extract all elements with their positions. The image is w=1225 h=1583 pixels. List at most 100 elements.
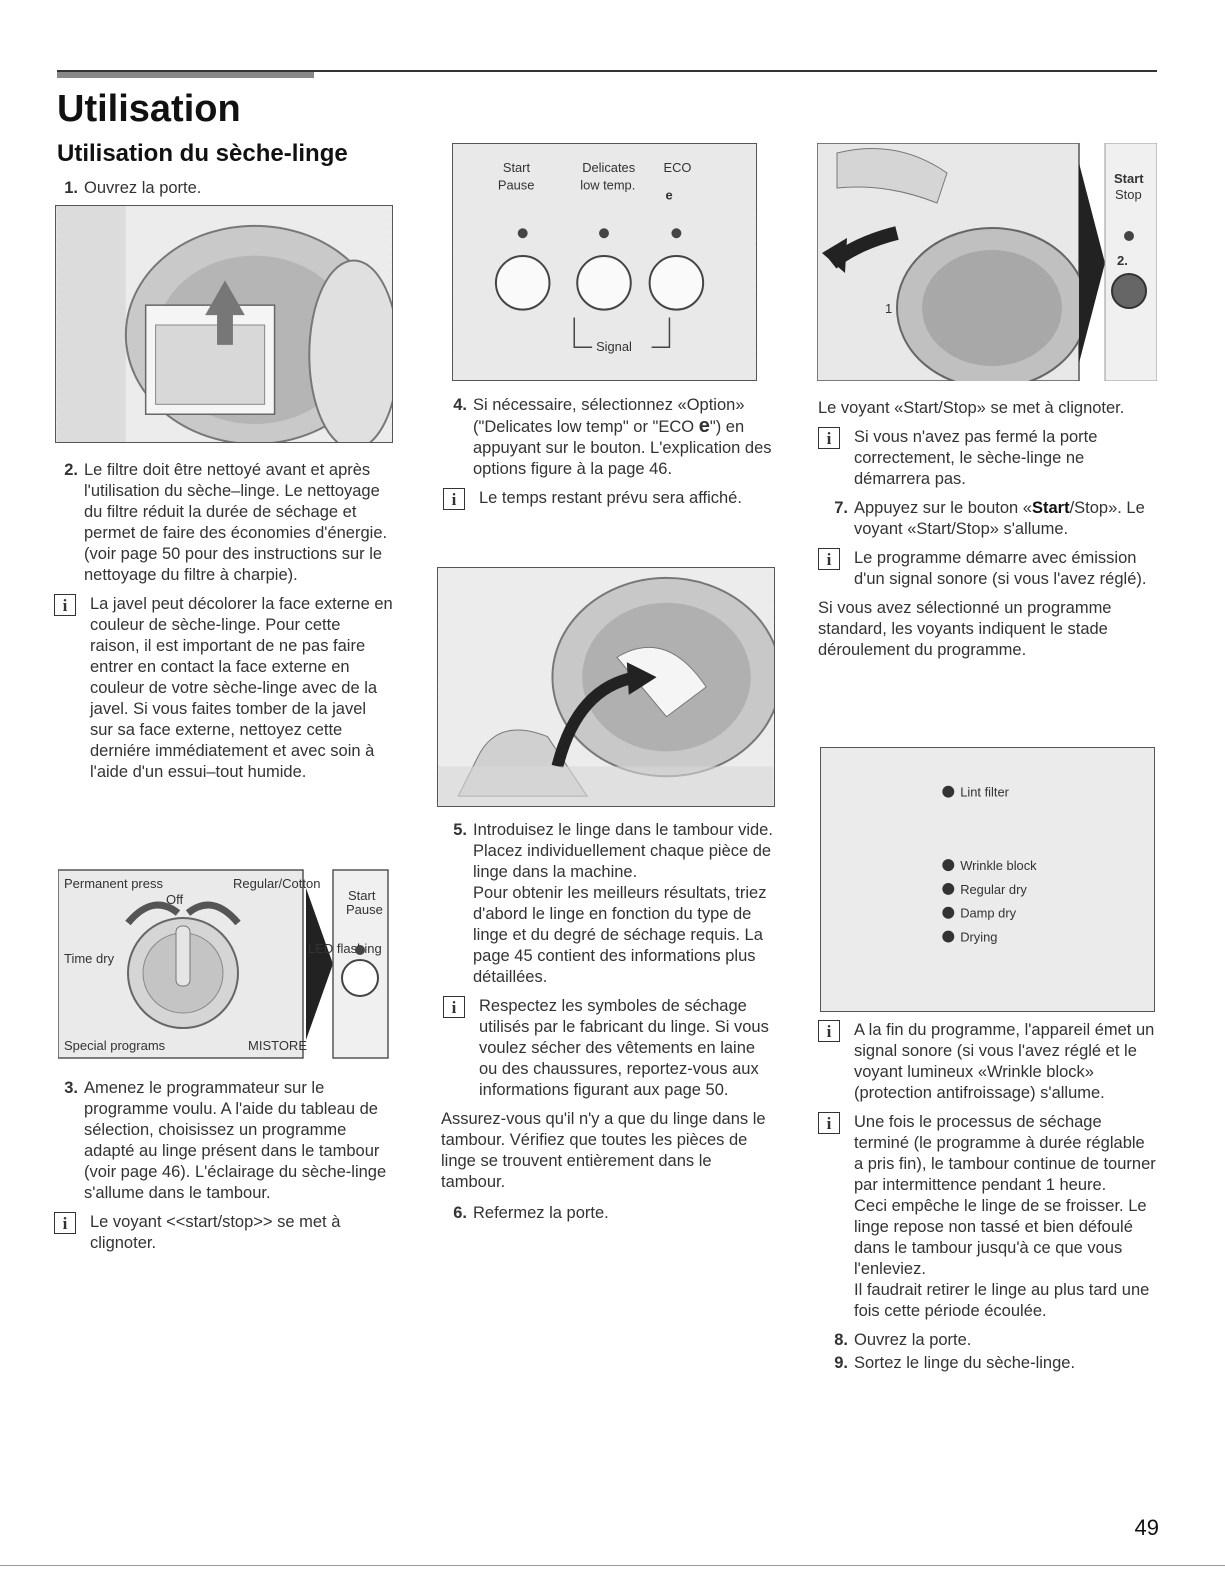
indicator-light-icon [671,228,682,239]
header-line [57,70,1157,72]
column-2: 4. Si nécessaire, sélectionnez «Option» … [437,395,777,518]
svg-text:Regular dry: Regular dry [960,882,1027,897]
option-panel-figure: Start Pause Delicates low temp. ECO e Si… [452,143,757,381]
footer-line [0,1565,1225,1566]
column-1: 1. Ouvrez la porte. [48,178,393,205]
info-note: i A la fin du programme, l'appareil émet… [818,1020,1158,1104]
step-3: 3. Amenez le programmateur sur le progra… [64,1079,387,1202]
svg-text:Stop: Stop [1115,187,1142,202]
svg-text:Signal: Signal [596,339,632,354]
indicator-light-icon [599,228,609,239]
svg-text:Start: Start [348,888,376,903]
status-panel-figure: Lint filter Wrinkle block Regular dry Da… [820,747,1155,1012]
start-pause-button-icon [494,255,551,311]
load-laundry-figure [437,567,775,807]
svg-text:ECO: ECO [664,160,692,175]
indicator-light-icon [517,228,528,239]
option-panel-illustration: Start Pause Delicates low temp. ECO e Si… [453,144,756,380]
pointer-arrow-icon [1079,163,1105,363]
svg-text:Pause: Pause [346,902,383,917]
svg-text:Permanent press: Permanent press [64,876,163,891]
svg-text:Start: Start [503,160,531,175]
svg-text:2.: 2. [1117,253,1128,268]
load-laundry-illustration [438,568,774,806]
svg-text:Lint filter: Lint filter [960,785,1009,800]
start-button-icon [341,959,379,997]
indicator-light-icon [942,882,955,895]
indicator-light-icon [1124,231,1134,241]
info-note: i Si vous n'avez pas fermé la porte corr… [818,427,1158,490]
filter-illustration [56,206,392,442]
header-accent-bar [57,70,314,78]
rotate-right-arrow-icon [185,901,241,926]
info-note: i Le temps restant prévu sera affiché. [443,488,777,510]
column-1-bottom: 3. Amenez le programmateur sur le progra… [48,1078,393,1262]
dial-illustration: Permanent press Off Regular/Cotton Time … [58,869,389,1059]
svg-text:Delicates: Delicates [582,160,635,175]
svg-text:Off: Off [166,892,183,907]
column-2-body: 5. Introduisez le linge dans le tambour … [437,820,777,1230]
info-icon: i [818,427,840,449]
filter-figure [55,205,393,443]
info-note: i Le voyant <<start/stop>> se met à clig… [54,1212,393,1254]
step-1: 1. Ouvrez la porte. [64,179,202,197]
step-4: 4. Si nécessaire, sélectionnez «Option» … [453,396,772,478]
info-note: i Une fois le processus de séchage termi… [818,1112,1158,1322]
svg-text:e: e [665,188,672,203]
svg-text:LED flashing: LED flashing [308,941,382,956]
step-8: 8. Ouvrez la porte. [834,1331,972,1349]
rotate-left-arrow-icon [125,901,181,926]
column-3: Le voyant «Start/Stop» se met à clignote… [818,398,1158,669]
close-door-figure: 1 Start Stop 2. [817,143,1157,381]
svg-text:Special programs: Special programs [64,1038,166,1053]
close-door-illustration: 1 Start Stop 2. [817,143,1157,381]
column-3-body: i A la fin du programme, l'appareil émet… [818,1012,1158,1380]
dial-figure: Permanent press Off Regular/Cotton Time … [58,868,391,1060]
pointer-arrow-icon [306,888,333,1040]
info-icon: i [818,1112,840,1134]
paragraph: Si vous avez sélectionné un programme st… [818,599,1112,659]
info-note: i Le programme démarre avec émission d'u… [818,548,1158,590]
page-title: Utilisation [57,88,241,130]
step-5: 5. Introduisez le linge dans le tambour … [453,821,773,986]
start-button-icon [1111,273,1147,309]
info-note: i Respectez les symboles de séchage util… [443,996,777,1101]
indicator-light-icon [942,785,955,798]
info-icon: i [818,1020,840,1042]
section-title: Utilisation du sèche-linge [57,140,348,167]
svg-text:Wrinkle block: Wrinkle block [960,858,1037,873]
info-icon: i [443,996,465,1018]
svg-text:MISTORE: MISTORE [248,1038,307,1053]
indicator-light-icon [942,859,955,872]
eco-button-icon [648,255,705,311]
svg-text:Regular/Cotton: Regular/Cotton [233,876,320,891]
svg-text:Damp dry: Damp dry [960,906,1016,921]
svg-text:Pause: Pause [498,178,535,193]
curved-arrow-icon [551,671,638,768]
indicator-light-icon [942,930,955,943]
info-icon: i [443,488,465,510]
status-panel-illustration: Lint filter Wrinkle block Regular dry Da… [821,748,1154,1011]
step-6: 6. Refermez la porte. [453,1204,609,1222]
column-1-body: 2. Le filtre doit être nettoyé avant et … [48,460,393,791]
delicates-button-icon [576,255,632,311]
page-number: 49 [1134,1515,1159,1540]
info-icon: i [54,1212,76,1234]
paragraph: Le voyant «Start/Stop» se met à clignote… [818,399,1125,417]
info-icon: i [54,594,76,616]
step-9: 9. Sortez le linge du sèche-linge. [834,1354,1076,1372]
info-icon: i [818,548,840,570]
up-arrow-icon [205,280,245,345]
header-rule [57,70,1157,78]
svg-text:Start: Start [1114,171,1144,186]
info-note: i La javel peut décolorer la face extern… [54,594,393,783]
svg-text:Drying: Drying [960,930,997,945]
indicator-light-icon [942,906,955,919]
svg-text:low temp.: low temp. [580,178,635,193]
step-2: 2. Le filtre doit être nettoyé avant et … [64,461,388,584]
step-7: 7. Appuyez sur le bouton «Start/Stop». L… [834,499,1145,538]
paragraph: Assurez-vous qu'il n'y a que du linge da… [441,1110,766,1191]
svg-text:1: 1 [885,301,892,316]
indicator-light-icon [355,945,365,955]
svg-text:Time dry: Time dry [64,951,115,966]
